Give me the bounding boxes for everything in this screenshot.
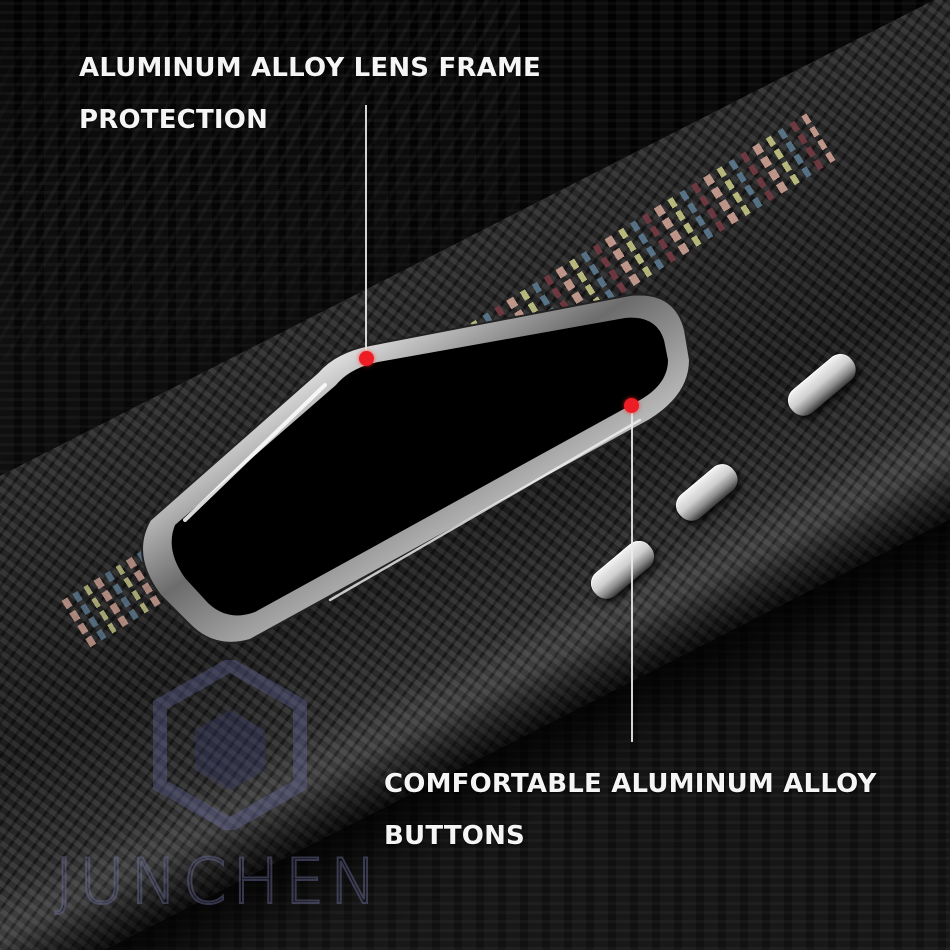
callout-buttons-line [631, 410, 633, 742]
watermark-text: JUNCHEN [54, 844, 383, 919]
callout-buttons-title: COMFORTABLE ALUMINUM ALLOY BUTTONS [384, 758, 877, 862]
callout-buttons-line2: BUTTONS [384, 821, 525, 851]
callout-lens-frame-dot [359, 351, 374, 366]
callout-buttons-line1: COMFORTABLE ALUMINUM ALLOY [384, 769, 877, 799]
callout-buttons-dot [624, 398, 639, 413]
hexagon-logo-icon [153, 660, 307, 830]
callout-lens-frame-title: ALUMINUM ALLOY LENS FRAME PROTECTION [79, 42, 541, 146]
callout-lens-frame-line [365, 105, 367, 355]
callout-lens-frame-line2: PROTECTION [79, 105, 269, 135]
callout-lens-frame-line1: ALUMINUM ALLOY LENS FRAME [79, 53, 542, 83]
